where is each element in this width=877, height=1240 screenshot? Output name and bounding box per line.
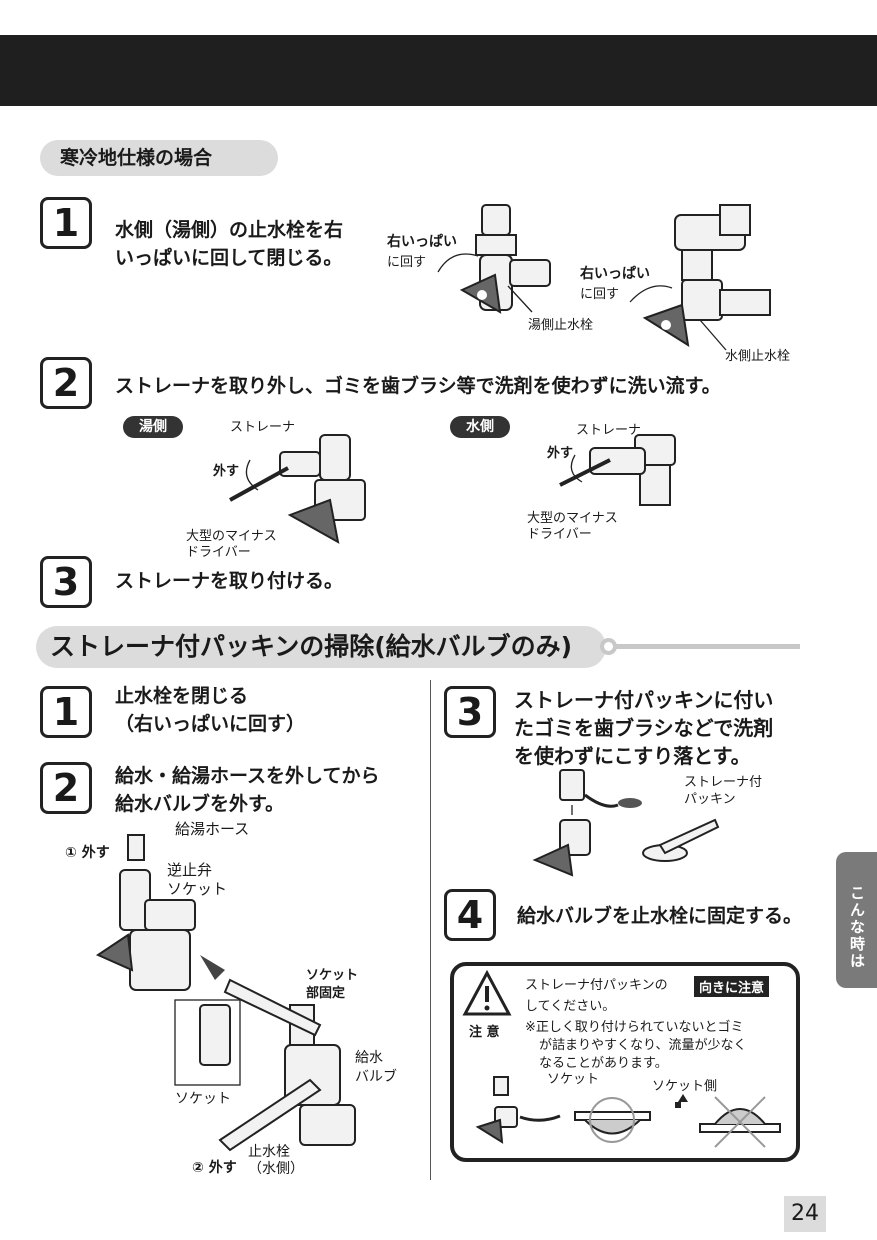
section-title-strainer-cleaning: ストレーナ付パッキンの掃除(給水バルブのみ) (36, 626, 606, 668)
step-text: 給水バルブを止水栓に固定する。 (517, 905, 803, 927)
step-text: 止水栓を閉じる （右いっぱいに回す） (115, 685, 306, 735)
remove-step1-label: ① 外す (65, 845, 110, 861)
driver-label: 大型のマイナス (186, 529, 277, 544)
socket-label: ソケット (175, 1091, 231, 1107)
divider (606, 644, 800, 649)
socket-fix-label: ソケット (306, 968, 359, 983)
hot-stop-valve-label: 湯側止水栓 (528, 318, 594, 333)
step-text: ストレーナを取り付ける。 (115, 570, 344, 592)
stop-valve-label: 止水栓 (248, 1144, 290, 1160)
caution-box (450, 962, 800, 1162)
step-text: ストレーナ付パッキンに付い たゴミを歯ブラシなどで洗剤 を使わずにこすり落とす。 (514, 688, 774, 768)
strainer-packing-label: パッキン (684, 792, 736, 807)
driver-label: 大型のマイナス (527, 511, 618, 526)
step-number: 2 (40, 762, 92, 814)
strainer-label: ストレーナ (230, 420, 296, 435)
caution-note: なることがあります。 (539, 1056, 668, 1071)
turn-right-label: に回す (580, 287, 620, 302)
stop-valve-illustration (437, 204, 771, 351)
caution-highlight: 向きに注意 (694, 976, 770, 997)
strainer-label: ストレーナ (576, 423, 642, 438)
remove-label: 外す (213, 464, 240, 479)
supply-valve-removal-illustration (95, 834, 356, 1152)
step-text: ストレーナを取り外し、ゴミを歯ブラシ等で洗剤を使わずに洗い流す。 (115, 375, 721, 397)
check-valve-label: 逆止弁 (167, 861, 213, 879)
remove-label: 外す (547, 446, 574, 461)
page-number: 24 (784, 1196, 826, 1232)
step-number: 4 (444, 889, 496, 941)
hot-side-tag: 湯側 (123, 416, 183, 438)
step-text: 水側（湯側）の止水栓を右 いっぱいに回して閉じる。 (115, 219, 344, 269)
hot-hose-label: 給湯ホース (175, 820, 250, 838)
warning-icon (462, 970, 512, 1016)
cold-side-tag: 水側 (450, 416, 510, 438)
caution-label: 注 意 (469, 1025, 500, 1040)
strainer-removal-illustration (229, 434, 676, 544)
socket-fix-label: 部固定 (306, 986, 346, 1001)
packing-orientation-illustration (475, 1076, 781, 1148)
turn-right-label: 右いっぱい (387, 234, 457, 250)
section-title-cold-region: 寒冷地仕様の場合 (40, 140, 278, 176)
turn-right-label: 右いっぱい (580, 266, 650, 282)
strainer-packing-label: ストレーナ付 (684, 775, 763, 790)
socket-side-label: ソケット側 (652, 1079, 718, 1094)
step-number: 3 (444, 686, 496, 738)
caution-text: ストレーナ付パッキンの (525, 978, 668, 993)
header-bar (0, 35, 877, 106)
step-number: 1 (40, 686, 92, 738)
check-valve-label: ソケット (167, 880, 228, 898)
side-tab[interactable]: こんな時は (836, 852, 877, 988)
caution-note: が詰まりやすくなり、流量が少なく (539, 1038, 747, 1053)
step-text: 給水・給湯ホースを外してから 給水バルブを外す。 (115, 765, 380, 815)
divider-dot (600, 638, 617, 655)
driver-label: ドライバー (527, 527, 592, 542)
step-number: 1 (40, 197, 92, 249)
column-divider (430, 680, 431, 1180)
supply-valve-label: バルブ (355, 1069, 397, 1085)
driver-label: ドライバー (186, 545, 251, 560)
caution-note: ※正しく取り付けられていないとゴミ (525, 1020, 744, 1035)
step-number: 3 (40, 556, 92, 608)
step-number: 2 (40, 357, 92, 409)
turn-right-label: に回す (387, 255, 427, 270)
cold-stop-valve-label: 水側止水栓 (725, 349, 791, 364)
supply-valve-label: 給水 (355, 1050, 383, 1066)
remove-step2-label: ② 外す (192, 1160, 237, 1176)
packing-cleaning-illustration (532, 769, 720, 877)
stop-valve-label: （水側） (248, 1161, 304, 1177)
caution-text: してください。 (525, 999, 616, 1014)
socket-label: ソケット (547, 1072, 600, 1087)
